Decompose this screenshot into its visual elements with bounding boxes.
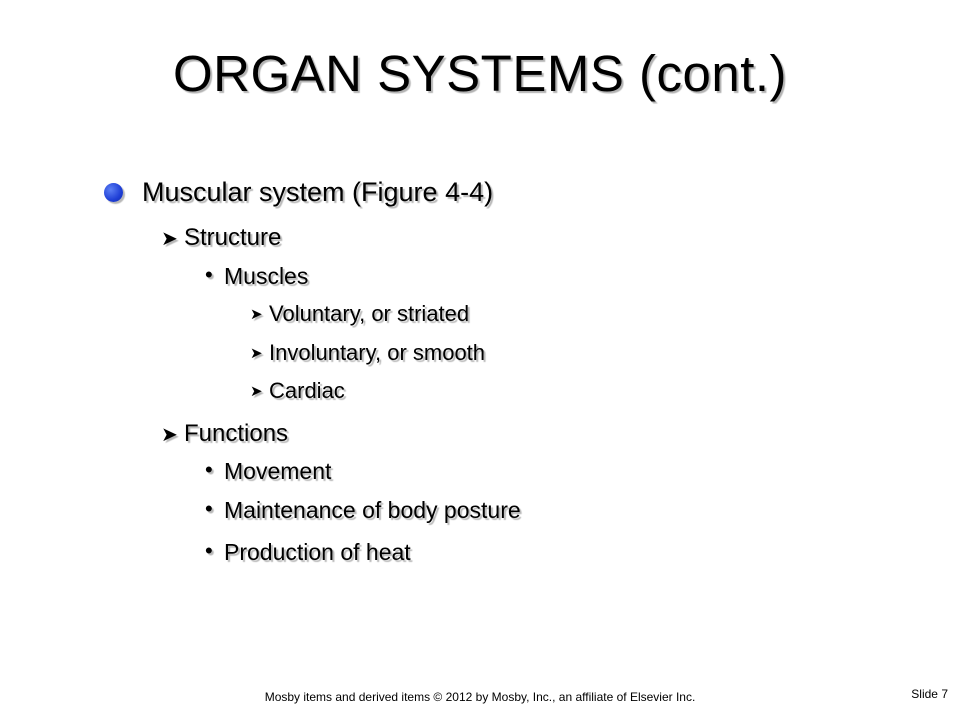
arrowhead-icon: ➤ <box>161 228 178 250</box>
slide-title: ORGAN SYSTEMS (cont.) <box>172 45 788 102</box>
dot-icon: • <box>205 538 213 563</box>
bullet-text: Production of heat <box>224 539 411 565</box>
arrowhead-icon: ➤ <box>161 424 178 446</box>
arrowhead-icon: ➤ <box>250 345 263 362</box>
copyright-footer: Mosby items and derived items © 2012 by … <box>264 690 696 704</box>
bullet-text: Maintenance of body posture <box>224 497 521 523</box>
bullet-text: Muscles <box>224 263 309 289</box>
bullet-text: Movement <box>224 458 332 484</box>
slide-number: Slide 7 <box>911 687 948 701</box>
bullet-text: Muscular system (Figure 4-4) <box>142 177 494 207</box>
dot-icon: • <box>205 496 213 521</box>
arrowhead-icon: ➤ <box>250 383 263 400</box>
bullet-text: Involuntary, or smooth <box>269 340 486 365</box>
blue-dot-icon <box>104 183 123 202</box>
dot-icon: • <box>205 262 213 287</box>
bullet-text: Voluntary, or striated <box>269 301 470 326</box>
arrowhead-icon: ➤ <box>250 306 263 323</box>
bullet-text: Cardiac <box>269 378 345 403</box>
dot-icon: • <box>205 457 213 482</box>
bullet-text: Functions <box>184 420 289 447</box>
bullet-text: Structure <box>184 224 282 251</box>
